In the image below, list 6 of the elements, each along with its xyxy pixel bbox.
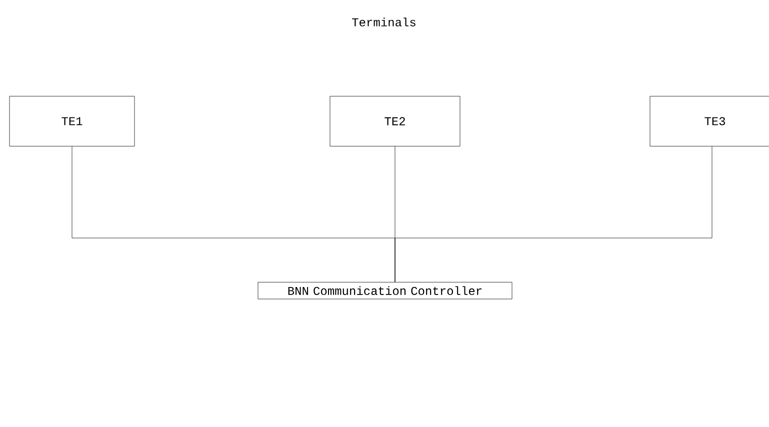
title: Terminals xyxy=(352,18,416,26)
terminal-box: TE1 xyxy=(9,96,135,146)
connector-line xyxy=(394,146,712,282)
terminal-box: TE3 xyxy=(650,96,769,146)
terminal-box: TE2 xyxy=(330,96,460,146)
controller-box: BNN Communication Controller xyxy=(258,282,512,300)
